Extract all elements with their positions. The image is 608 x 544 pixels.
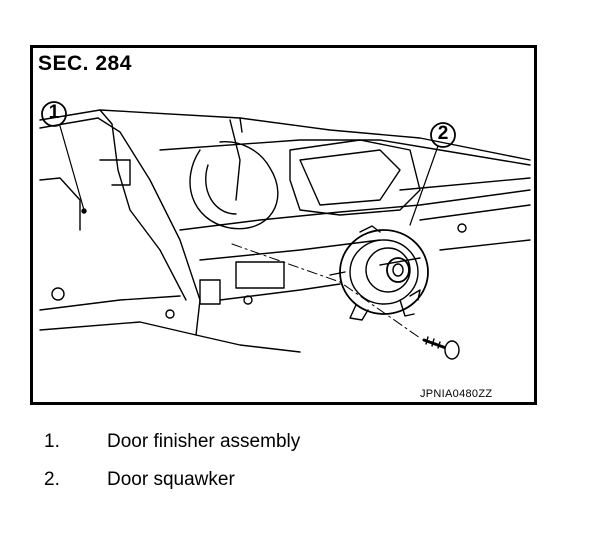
callout-1-number: 1 xyxy=(48,102,60,123)
door-finisher-panel xyxy=(39,109,531,353)
legend-number: 1. xyxy=(44,431,60,452)
legend-label: Door squawker xyxy=(107,469,235,490)
section-title: SEC. 284 xyxy=(38,52,132,75)
callout-1-marker xyxy=(41,101,87,214)
squawker-device xyxy=(339,225,429,321)
callout-2-number: 2 xyxy=(437,123,449,144)
mounting-screw xyxy=(231,243,460,360)
door-inner-structure xyxy=(39,139,531,319)
legend-label: Door finisher assembly xyxy=(107,431,301,452)
callout-2-marker xyxy=(409,122,456,226)
figure-code: JPNIA0480ZZ xyxy=(420,388,493,400)
legend-number: 2. xyxy=(44,469,60,490)
door-squawker-illustration xyxy=(39,101,531,360)
